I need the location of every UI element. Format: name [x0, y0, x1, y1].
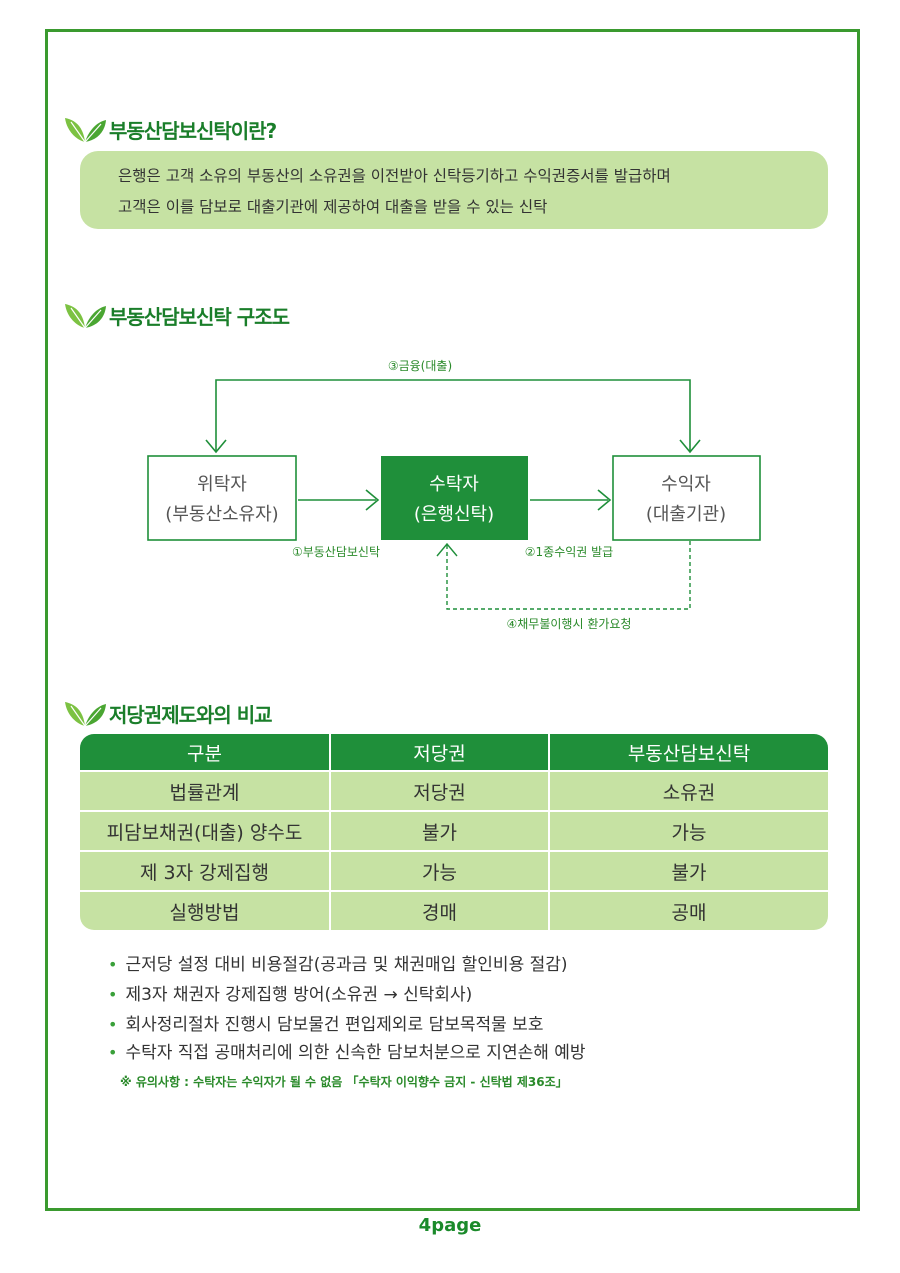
- arrowhead-icon: [679, 439, 701, 454]
- list-item-text: 수탁자 직접 공매처리에 의한 신속한 담보처분으로 지연손해 예방: [125, 1043, 586, 1063]
- list-item-text: 회사정리절차 진행시 담보물건 편입제외로 담보목적물 보호: [125, 1015, 544, 1035]
- node-truster-role: (부동산소유자): [165, 504, 278, 525]
- table-header-cell: 구분: [80, 734, 329, 770]
- node-beneficiary-role: (대출기관): [646, 504, 726, 525]
- page-frame: [45, 29, 860, 1211]
- node-truster-name: 위탁자: [197, 474, 247, 495]
- flow-line-step4: [446, 541, 691, 610]
- page-number: 4page: [418, 1215, 482, 1236]
- table-cell: 불가: [548, 850, 828, 890]
- flow-label-step2: ②1종수익권 발급: [525, 545, 613, 559]
- flow-label-step1: ①부동산담보신탁: [292, 545, 380, 559]
- arrowhead-icon: [436, 542, 458, 557]
- node-truster: [147, 455, 297, 541]
- bullet-dot-icon: •: [108, 1043, 118, 1062]
- flow-line-finance: [215, 379, 691, 452]
- list-item-text: 근저당 설정 대비 비용절감(공과금 및 채권매입 할인비용 절감): [125, 955, 568, 975]
- table-cell: 경매: [329, 890, 548, 930]
- section-title-comparison: 저당권제도와의 비교: [63, 696, 273, 730]
- table-cell: 법률관계: [80, 770, 329, 810]
- table-header-row: 구분 저당권 부동산담보신탁: [80, 734, 828, 770]
- node-beneficiary: [612, 455, 761, 541]
- table-row: 법률관계 저당권 소유권: [80, 770, 828, 810]
- leaf-icon: [65, 304, 106, 329]
- table-cell: 실행방법: [80, 890, 329, 930]
- node-trustee-name: 수탁자: [429, 474, 479, 495]
- list-item-text: 제3자 채권자 강제집행 방어(소유권 → 신탁회사): [125, 985, 473, 1005]
- benefit-list: • 근저당 설정 대비 비용절감(공과금 및 채권매입 할인비용 절감) • 제3자…: [108, 950, 586, 1066]
- arrowhead-icon: [365, 489, 380, 511]
- table-cell: 공매: [548, 890, 828, 930]
- list-item: • 제3자 채권자 강제집행 방어(소유권 → 신탁회사): [108, 980, 586, 1010]
- table-row: 실행방법 경매 공매: [80, 890, 828, 930]
- list-item: • 근저당 설정 대비 비용절감(공과금 및 채권매입 할인비용 절감): [108, 950, 586, 980]
- table-row: 피담보채권(대출) 양수도 불가 가능: [80, 810, 828, 850]
- table-cell: 피담보채권(대출) 양수도: [80, 810, 329, 850]
- flow-label-step3: ③금융(대출): [388, 359, 452, 373]
- section-title-text: 저당권제도와의 비교: [109, 702, 273, 727]
- table-row: 제 3자 강제집행 가능 불가: [80, 850, 828, 890]
- bullet-dot-icon: •: [108, 955, 118, 974]
- table-header-cell: 부동산담보신탁: [548, 734, 828, 770]
- definition-box: 은행은 고객 소유의 부동산의 소유권을 이전받아 신탁등기하고 수익권증서를 …: [80, 151, 828, 229]
- node-trustee-role: (은행신탁): [414, 504, 494, 525]
- arrowhead-icon: [597, 489, 612, 511]
- node-beneficiary-name: 수익자: [661, 474, 711, 495]
- table-cell: 소유권: [548, 770, 828, 810]
- structure-diagram: ③금융(대출) 위탁자 (부동산소유자) 수탁자 (은행신탁) 수익자 (대출기…: [147, 359, 761, 631]
- section-title-text: 부동산담보신탁이란?: [109, 118, 277, 143]
- table-cell: 제 3자 강제집행: [80, 850, 329, 890]
- definition-line: 은행은 고객 소유의 부동산의 소유권을 이전받아 신탁등기하고 수익권증서를 …: [118, 167, 671, 185]
- leaf-icon: [65, 118, 106, 143]
- arrowhead-icon: [205, 439, 227, 454]
- flow-label-step4: ④채무불이행시 환가요청: [507, 616, 632, 631]
- table-cell: 저당권: [329, 770, 548, 810]
- leaf-icon: [65, 702, 106, 727]
- list-item: • 회사정리절차 진행시 담보물건 편입제외로 담보목적물 보호: [108, 1010, 586, 1040]
- node-trustee: [381, 456, 528, 540]
- table-cell: 가능: [548, 810, 828, 850]
- comparison-table: 구분 저당권 부동산담보신탁 법률관계 저당권 소유권 피담보채권(대출) 양수…: [80, 734, 828, 930]
- section-title-structure: 부동산담보신탁 구조도: [63, 298, 290, 332]
- table-cell: 가능: [329, 850, 548, 890]
- definition-line: 고객은 이를 담보로 대출기관에 제공하여 대출을 받을 수 있는 신탁: [118, 198, 548, 216]
- list-item: • 수탁자 직접 공매처리에 의한 신속한 담보처분으로 지연손해 예방: [108, 1040, 586, 1066]
- caution-note: ※ 유의사항 : 수탁자는 수익자가 될 수 없음 「수탁자 이익향수 금지 -…: [120, 1075, 568, 1089]
- bullet-dot-icon: •: [108, 1015, 118, 1034]
- bullet-dot-icon: •: [108, 985, 118, 1004]
- table-header-cell: 저당권: [329, 734, 548, 770]
- section-title-text: 부동산담보신탁 구조도: [109, 304, 290, 329]
- section-title-definition: 부동산담보신탁이란?: [63, 112, 277, 146]
- table-cell: 불가: [329, 810, 548, 850]
